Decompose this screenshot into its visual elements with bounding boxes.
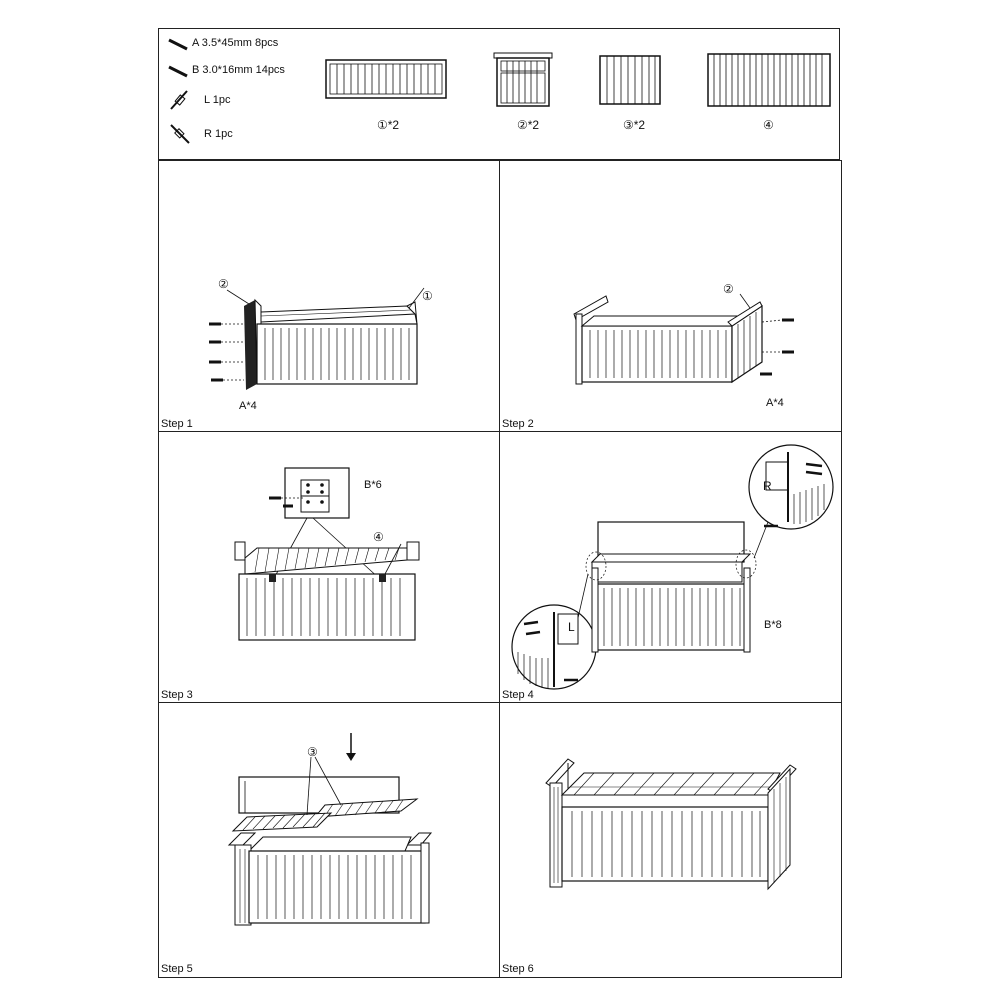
screw-icon — [168, 65, 188, 78]
parts-list-panel: A 3.5*45mm 8pcs B 3.0*16mm 14pcs L 1pc R… — [158, 28, 840, 160]
step-5-callout-part-3: ③ — [307, 745, 318, 759]
part-2-side-panel-drawing — [493, 52, 553, 107]
step-4-panel: R L B*8 Step 4 — [499, 431, 842, 704]
step-3-screw-count: B*6 — [364, 479, 382, 491]
step-2-drawing — [573, 293, 794, 385]
step-2-callout-part-2: ② — [723, 282, 734, 296]
part-4-bottom-panel-drawing — [707, 53, 831, 107]
step-4-callout-hinge-l: L — [568, 620, 575, 634]
hinge-right-icon — [170, 124, 190, 144]
step-5-panel: ③ Step 5 — [158, 702, 501, 978]
assembly-steps-grid: ② ① A*4 Step 1 — [158, 160, 842, 978]
step-4-label: Step 4 — [502, 689, 534, 701]
step-6-label: Step 6 — [502, 963, 534, 975]
step-2-panel: ② A*4 Step 2 — [499, 160, 842, 433]
part-1-front-panel-drawing — [325, 59, 447, 99]
step-4-screw-count: B*8 — [764, 619, 782, 631]
step-4-drawing — [511, 444, 834, 690]
hinge-left-icon — [170, 90, 188, 110]
step-6-drawing — [545, 758, 797, 891]
step-2-screw-count: A*4 — [766, 397, 784, 409]
step-1-screw-count: A*4 — [239, 400, 257, 412]
hardware-label-l: L 1pc — [204, 94, 231, 106]
step-4-callout-hinge-r: R — [763, 479, 772, 493]
step-1-callout-part-1: ① — [422, 289, 433, 303]
step-3-callout-part-4: ④ — [373, 530, 384, 544]
screw-icon — [168, 38, 188, 51]
part-4-label: ④ — [763, 118, 774, 132]
step-2-label: Step 2 — [502, 418, 534, 430]
hardware-label-r: R 1pc — [204, 128, 233, 140]
step-6-panel: Step 6 — [499, 702, 842, 978]
hardware-label-a: A 3.5*45mm 8pcs — [192, 37, 279, 49]
part-3-label: ③*2 — [623, 118, 646, 132]
step-1-panel: ② ① A*4 Step 1 — [158, 160, 501, 433]
step-3-panel: B*6 ④ Step 3 — [158, 431, 501, 704]
part-1-label: ①*2 — [377, 118, 400, 132]
part-3-seat-panel-drawing — [599, 55, 661, 105]
hardware-label-b: B 3.0*16mm 14pcs — [192, 64, 285, 76]
step-5-drawing — [227, 733, 433, 926]
step-5-label: Step 5 — [161, 963, 193, 975]
step-1-label: Step 1 — [161, 418, 193, 430]
part-2-label: ②*2 — [517, 118, 540, 132]
step-3-drawing — [234, 467, 420, 641]
step-3-label: Step 3 — [161, 689, 193, 701]
step-1-callout-part-2: ② — [218, 277, 229, 291]
step-1-drawing — [209, 287, 425, 390]
